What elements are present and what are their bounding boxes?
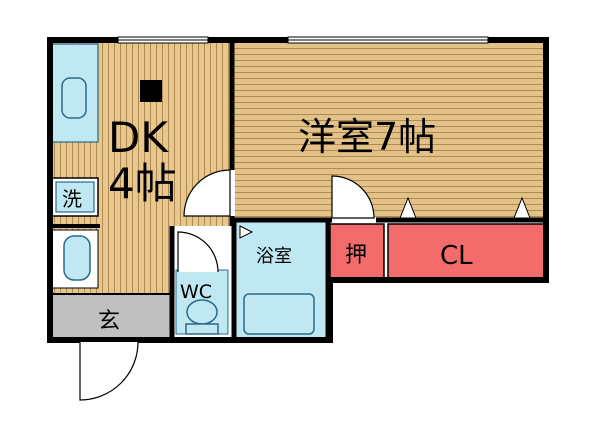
bathtub-icon [243,293,315,335]
dk-pillar [140,80,162,102]
toilet-tank-icon [185,323,219,335]
toilet-icon [186,299,218,325]
kitchen-sink-icon [61,77,87,119]
door-gap-oshiire [332,217,376,223]
door-swing-oshiire [331,175,375,219]
washer-box [55,181,95,213]
washbasin-icon [63,235,91,281]
wc-label: WC [180,281,212,303]
washer-label: 洗 [62,187,82,211]
entrance-floor [50,294,170,340]
door-swing-entrance [79,341,139,401]
dk-label-line2: 4帖 [108,159,177,208]
door-swing-wc [177,231,219,273]
door-marker-cl-right-icon [513,196,531,219]
entrance-label: 玄 [98,309,120,334]
door-gap-dk-western [229,170,235,216]
bath-label: 浴室 [256,246,292,267]
door-marker-cl-left-icon [399,196,417,219]
dk-label-line1: DK [108,113,169,162]
western-room-label: 洋室7帖 [298,115,436,159]
cl-closet [387,223,547,281]
western-room-floor [232,40,546,220]
door-marker-bath-icon [239,225,254,239]
oshiire-label: 押 [345,243,367,268]
kitchen-counter [51,43,99,143]
closet-label: CL [440,241,473,271]
door-swing-dk-western [183,169,231,217]
